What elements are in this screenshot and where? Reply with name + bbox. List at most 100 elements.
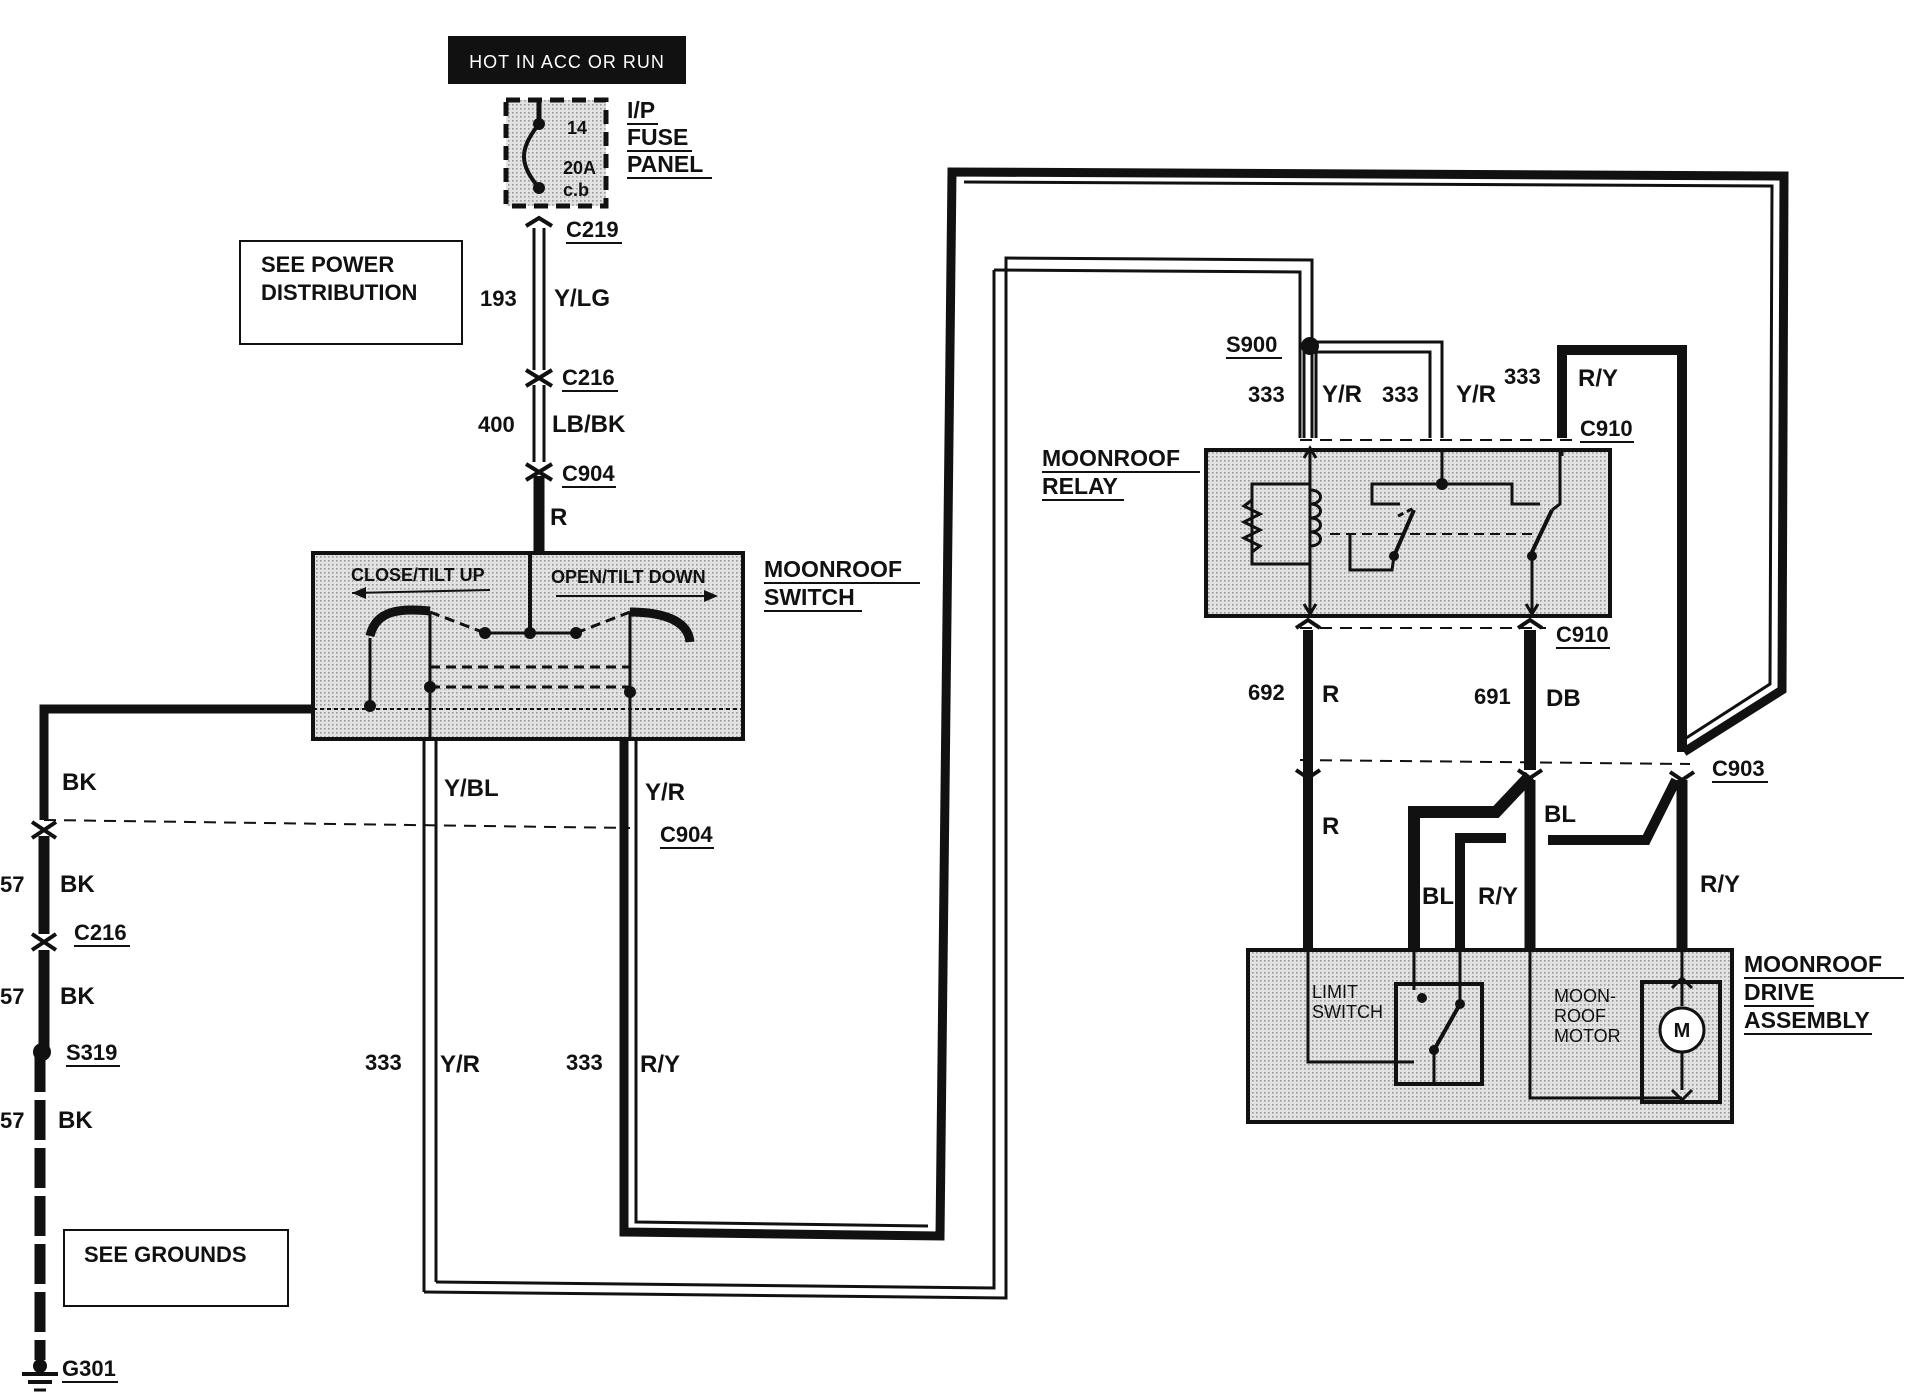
wire-ry-limit-feed bbox=[1455, 833, 1506, 954]
wire-ry-lower-right-label: R/Y bbox=[1700, 871, 1740, 898]
circuit-333-mid: 333 bbox=[566, 1050, 603, 1075]
moonroof-relay-label-2: RELAY bbox=[1042, 473, 1118, 499]
limit-switch-label-2: SWITCH bbox=[1312, 1002, 1383, 1022]
wire-400-lbbk bbox=[532, 385, 546, 462]
drive-assembly-label-2: DRIVE bbox=[1744, 979, 1814, 1005]
c904-bottom-label: C904 bbox=[660, 822, 713, 847]
fuse-number: 14 bbox=[567, 118, 587, 138]
c904-top-label: C904 bbox=[562, 461, 615, 486]
fuse-panel-label-3: PANEL bbox=[627, 151, 703, 177]
wire-ybl-yr-left bbox=[422, 256, 1314, 1300]
wire-yr-lower-label: Y/R bbox=[440, 1051, 480, 1078]
motor-label-3: MOTOR bbox=[1554, 1026, 1621, 1046]
c903-label: C903 bbox=[1712, 756, 1765, 781]
moonroof-relay-label-1: MOONROOF bbox=[1042, 445, 1180, 471]
circuit-400: 400 bbox=[478, 412, 515, 437]
switch-open-label: OPEN/TILT DOWN bbox=[551, 567, 706, 587]
ground-g301-symbol bbox=[22, 1359, 58, 1392]
motor-label-1: MOON- bbox=[1554, 986, 1616, 1006]
wire-r-692-label: R bbox=[1322, 681, 1339, 708]
c216-label: C216 bbox=[562, 365, 615, 390]
wire-yr-ry-right bbox=[619, 167, 1789, 1241]
wire-bk-label-a: BK bbox=[60, 871, 95, 898]
wire-yr-relay-b: Y/R bbox=[1456, 381, 1496, 408]
motor-symbol-letter: M bbox=[1674, 1020, 1691, 1042]
circuit-333-relay-b: 333 bbox=[1382, 382, 1419, 407]
connector-c219-symbol bbox=[524, 215, 554, 228]
s319-label: S319 bbox=[66, 1040, 117, 1065]
wire-r-lower-label: R bbox=[1322, 813, 1339, 840]
see-power-line-1: SEE POWER bbox=[261, 252, 394, 277]
connector-c904-dashed bbox=[43, 819, 631, 829]
wire-bl-limit-feed bbox=[1408, 771, 1535, 1000]
switch-close-label: CLOSE/TILT UP bbox=[351, 565, 485, 585]
wire-ylg-label: Y/LG bbox=[554, 285, 610, 312]
circuit-333-relay-c: 333 bbox=[1504, 364, 1541, 389]
fuse-panel-label-1: I/P bbox=[627, 97, 655, 123]
wire-yr-relay-a: Y/R bbox=[1322, 381, 1362, 408]
circuit-333-relay-a: 333 bbox=[1248, 382, 1285, 407]
switch-internal-contacts bbox=[313, 553, 743, 738]
connector-c910-bottom-symbols bbox=[1294, 617, 1544, 630]
wire-bl-c903 bbox=[1548, 777, 1681, 845]
limit-switch-label-1: LIMIT bbox=[1312, 982, 1358, 1002]
moonroof-drive-assembly-body bbox=[1246, 948, 1734, 1124]
wire-bk-switch-ground bbox=[39, 704, 313, 820]
wire-333-yr-relay bbox=[1302, 340, 1444, 438]
switch-arrows bbox=[351, 587, 718, 602]
circuit-193: 193 bbox=[480, 286, 517, 311]
splice-s319 bbox=[33, 1043, 51, 1061]
circuit-692: 692 bbox=[1248, 680, 1285, 705]
see-power-distribution-box bbox=[239, 240, 463, 345]
connector-c216-left-symbol bbox=[30, 932, 58, 952]
wire-ry-relay: R/Y bbox=[1578, 365, 1618, 392]
connector-c903-dashed bbox=[1299, 759, 1691, 765]
c910-top-label: C910 bbox=[1580, 416, 1633, 441]
circuit-333-left: 333 bbox=[365, 1050, 402, 1075]
wire-ry-lower-left-label: R/Y bbox=[1478, 883, 1518, 910]
hot-in-acc-header bbox=[448, 36, 686, 84]
wire-ry-relay-feed bbox=[1557, 345, 1687, 752]
circuit-57-b: 57 bbox=[0, 984, 24, 1009]
wire-bk-label-b: BK bbox=[60, 983, 95, 1010]
motor-label-2: ROOF bbox=[1554, 1006, 1606, 1026]
see-power-line-2: DISTRIBUTION bbox=[261, 280, 417, 305]
wire-r-feed-label: R bbox=[550, 504, 567, 531]
fuse-rating-type: c.b bbox=[563, 180, 589, 200]
see-grounds-label: SEE GROUNDS bbox=[84, 1242, 247, 1267]
g301-label: G301 bbox=[62, 1356, 116, 1381]
wire-ry-lower-label: R/Y bbox=[640, 1051, 680, 1078]
wire-193-ylg bbox=[532, 228, 546, 370]
connector-c903-symbols bbox=[1294, 768, 1696, 783]
moonroof-relay-body bbox=[1204, 448, 1612, 618]
relay-internals bbox=[1240, 445, 1564, 617]
connector-c216-symbol bbox=[524, 368, 554, 388]
wire-yr-upper-label: Y/R bbox=[645, 779, 685, 806]
drive-assembly-label-1: MOONROOF bbox=[1744, 951, 1882, 977]
circuit-57-a: 57 bbox=[0, 872, 24, 897]
c910-bottom-label: C910 bbox=[1556, 622, 1609, 647]
drive-assembly-label-3: ASSEMBLY bbox=[1744, 1007, 1870, 1033]
fuse-rating: 20A bbox=[563, 158, 596, 178]
c216-left-label: C216 bbox=[74, 920, 127, 945]
fuse-panel-label-2: FUSE bbox=[627, 124, 688, 150]
wire-bk-label-top: BK bbox=[62, 769, 97, 796]
wire-lbbk-label: LB/BK bbox=[552, 411, 626, 438]
circuit-691: 691 bbox=[1474, 684, 1511, 709]
wire-bk-label-c: BK bbox=[58, 1107, 93, 1134]
circuit-57-c: 57 bbox=[0, 1108, 24, 1133]
wire-ybl-label: Y/BL bbox=[444, 775, 499, 802]
connector-c904-left-symbol bbox=[30, 820, 58, 840]
moonroof-switch-label-1: MOONROOF bbox=[764, 556, 902, 582]
c219-label: C219 bbox=[566, 217, 619, 242]
wire-bl-upper-label: BL bbox=[1544, 801, 1576, 828]
wire-bl-lower-label: BL bbox=[1422, 883, 1454, 910]
connector-c904-top-symbol bbox=[524, 462, 554, 482]
hot-in-acc-label: HOT IN ACC OR RUN bbox=[469, 52, 665, 72]
see-grounds-box bbox=[63, 1229, 289, 1307]
drive-internals bbox=[1306, 950, 1722, 1104]
moonroof-switch-label-2: SWITCH bbox=[764, 584, 855, 610]
wire-db-label: DB bbox=[1546, 685, 1581, 712]
s900-label: S900 bbox=[1226, 332, 1277, 357]
